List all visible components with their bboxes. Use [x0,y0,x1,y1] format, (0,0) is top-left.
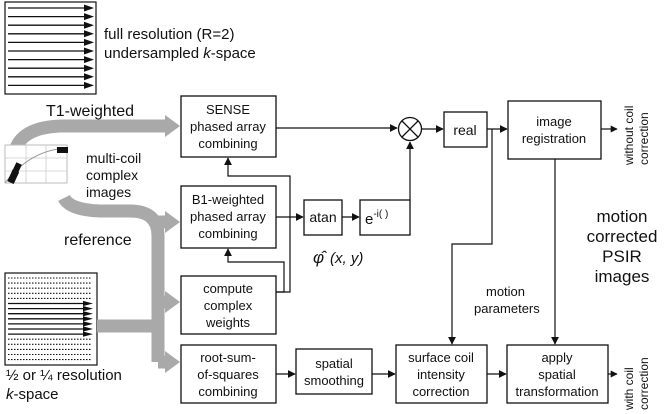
compute-box-line3: weights [205,315,251,330]
reference-label: reference [64,232,132,249]
kspace-line-arrowhead [83,321,93,327]
rss-box-line3: combining [198,384,257,399]
multi-coil-label-3: images [86,184,131,200]
rss-combining-box [180,344,277,404]
kspace-line-arrowhead [83,316,93,322]
psir-line1: motion [596,207,647,226]
coil-images-icon [4,144,68,185]
kspace-line-arrowhead [84,47,94,55]
b1-box-line2: phased array [190,209,266,224]
smoothing-line1: spatial [315,356,353,371]
connector-arrows [224,124,618,378]
kspace-line-arrowhead [84,81,94,89]
surface-coil-box [395,344,488,404]
motion-parameters-line1: motion [486,284,525,299]
t1-weighted-label: T1-weighted [46,103,134,120]
phi-hat-symbol: φ̂ [313,248,327,267]
b1-combining-box [180,185,277,249]
kspace-line-arrowhead [84,13,94,21]
smoothing-line2: smoothing [304,373,364,388]
real-label: real [453,122,476,138]
without-correction-line2: correction [637,112,651,165]
b1-box-line3: combining [198,226,257,241]
psir-line3: PSIR [602,247,642,266]
thick-flow-arrows [9,115,180,373]
kspace-line-arrowhead [84,4,94,12]
kspace-line-arrowhead [84,73,94,81]
kspace-line-arrowhead [84,64,94,72]
kspace-line-arrowhead [83,306,93,312]
kspace-line-arrowhead [83,311,93,317]
rss-box-line1: root-sum- [200,350,256,365]
surface-line3: correction [412,384,469,399]
multi-coil-label-1: multi-coil [86,150,141,166]
exp-label: e-i( ) [365,209,388,228]
registration-line2: registration [522,131,586,146]
registration-line1: image [536,114,571,129]
circled-times-icon [397,116,423,142]
kspace-line-arrowhead [84,21,94,29]
atan-label: atan [309,209,336,225]
sense-box-line1: SENSE [206,102,250,117]
low-kspace-label-line2: k-space [6,386,59,403]
motion-parameters-line2: parameters [474,301,540,316]
psir-line2: corrected [587,227,658,246]
sense-combining-box [180,95,277,158]
sense-box-line3: combining [198,136,257,151]
transform-line1: apply [541,350,573,365]
kspace-line-arrowhead [83,300,93,307]
b1-box-line1: B1-weighted [192,192,264,207]
full-kspace-label-line1: full resolution (R=2) [104,26,234,43]
multi-coil-label-2: complex [86,167,138,183]
rss-box-line2: of-squares [197,367,259,382]
full-kspace-icon [4,1,97,95]
low-kspace-label-line1: ½ or ¼ resolution [6,367,122,384]
transform-line3: transformation [515,384,598,399]
smoothing-box [295,348,373,395]
without-correction-line1: without coil [622,106,636,166]
kspace-line-arrowhead [84,30,94,38]
registration-box [507,100,602,160]
exp-box [359,199,411,236]
surface-line2: intensity [417,367,465,382]
kspace-line-arrowhead [83,331,93,337]
kspace-line-arrowhead [84,38,94,46]
phi-expression: (x, y) [330,250,363,267]
compute-weights-box [180,275,277,335]
with-correction-line2: correction [637,357,651,410]
atan-box [303,199,343,236]
compute-box-line1: compute [203,281,253,296]
transform-line2: spatial [538,367,576,382]
surface-line1: surface coil [408,350,474,365]
full-kspace-label-line2: undersampled k-space [104,45,256,62]
psir-line4: images [595,267,650,286]
kspace-line-arrowhead [84,56,94,64]
low-res-kspace-icon [4,272,98,366]
compute-box-line2: complex [204,298,253,313]
sense-box-line2: phased array [190,119,266,134]
kspace-line-arrowhead [83,326,93,332]
with-correction-line1: with coil [622,367,636,411]
